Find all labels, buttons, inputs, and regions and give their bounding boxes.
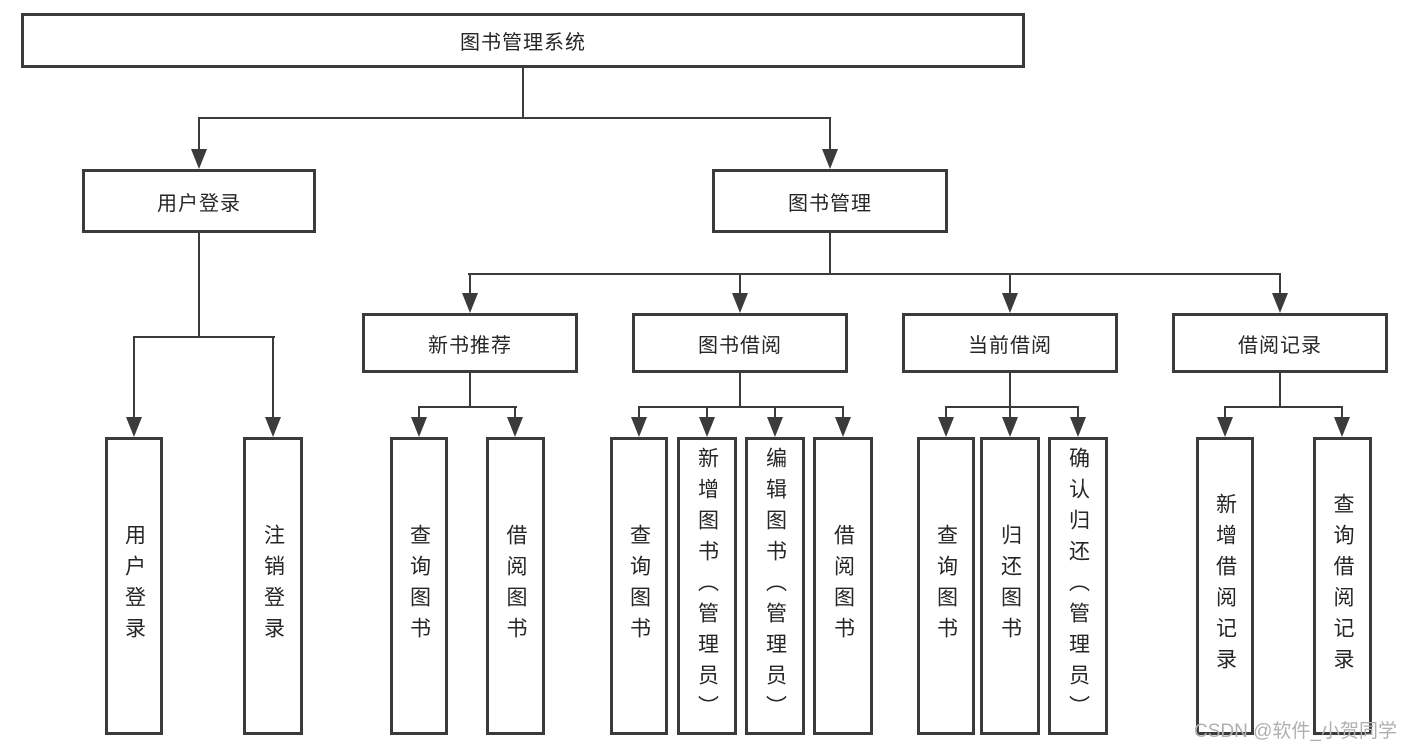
node-book-borrow-label: 图书借阅 [698,334,782,357]
connector-line [133,336,275,338]
node-borrow-records: 借阅记录 [1172,313,1388,373]
node-root-label: 图书管理系统 [460,32,586,54]
arrowhead-down-icon [1272,273,1288,313]
arrowhead-down-icon [1070,406,1086,437]
leaf-query-borrow-record-label: 查询借阅记录 [1331,493,1354,679]
node-book-mgmt-label: 图书管理 [788,192,872,215]
leaf-logout: 注销登录 [243,437,303,735]
arrowhead-down-icon [631,406,647,437]
connector-line [829,233,831,274]
connector-line [739,373,741,407]
node-root: 图书管理系统 [21,13,1025,68]
connector-line [1279,373,1281,407]
csdn-watermark: CSDN @软件_小贺同学 [1194,721,1397,742]
leaf-return-book: 归还图书 [980,437,1040,735]
node-user-login: 用户登录 [82,169,316,233]
connector-line [1009,373,1011,407]
leaf-query-books-borrow: 查询图书 [610,437,668,735]
node-current-borrow-label: 当前借阅 [968,334,1052,357]
connector-line [418,406,517,408]
leaf-query-books-newbooks: 查询图书 [390,437,448,735]
leaf-add-book-admin: 新增图书（管理员） [677,437,737,735]
arrowhead-down-icon [835,406,851,437]
arrowhead-down-icon [699,406,715,437]
connector-line [1224,406,1343,408]
leaf-query-books-newbooks-label: 查询图书 [407,524,431,648]
connector-line [468,273,1281,275]
leaf-edit-book-admin-label: 编辑图书（管理员） [763,446,787,726]
leaf-borrow-books-newbooks-label: 借阅图书 [504,524,527,648]
arrowhead-down-icon [822,117,838,169]
connector-line [945,406,1079,408]
node-user-login-label: 用户登录 [157,192,241,215]
node-borrow-records-label: 借阅记录 [1238,334,1322,357]
leaf-add-book-admin-label: 新增图书（管理员） [695,446,719,726]
leaf-edit-book-admin: 编辑图书（管理员） [745,437,805,735]
connector-line [198,117,831,119]
arrowhead-down-icon [462,273,478,313]
arrowhead-down-icon [1002,273,1018,313]
connector-line [638,406,844,408]
arrowhead-down-icon [191,117,207,169]
leaf-user-login: 用户登录 [105,437,163,735]
leaf-logout-label: 注销登录 [261,524,285,648]
connector-line [198,233,200,337]
arrowhead-down-icon [732,273,748,313]
arrowhead-down-icon [411,406,427,437]
arrowhead-down-icon [507,406,523,437]
leaf-query-books-borrow-label: 查询图书 [627,524,651,648]
node-current-borrow: 当前借阅 [902,313,1118,373]
leaf-borrow-books-borrow: 借阅图书 [813,437,873,735]
node-new-books-label: 新书推荐 [428,334,512,357]
arrowhead-down-icon [1002,406,1018,437]
arrowhead-down-icon [1217,406,1233,437]
connector-line [522,68,524,118]
leaf-confirm-return-admin-label: 确认归还（管理员） [1066,446,1090,726]
leaf-user-login-label: 用户登录 [122,524,146,648]
leaf-confirm-return-admin: 确认归还（管理员） [1048,437,1108,735]
arrowhead-down-icon [126,336,142,437]
arrowhead-down-icon [767,406,783,437]
arrowhead-down-icon [265,336,281,437]
connector-line [469,373,471,407]
leaf-borrow-books-borrow-label: 借阅图书 [831,524,855,648]
arrowhead-down-icon [938,406,954,437]
leaf-return-book-label: 归还图书 [998,524,1022,648]
leaf-query-books-current: 查询图书 [917,437,975,735]
node-book-borrow: 图书借阅 [632,313,848,373]
leaf-query-books-current-label: 查询图书 [934,524,958,648]
leaf-add-borrow-record: 新增借阅记录 [1196,437,1254,735]
node-new-books: 新书推荐 [362,313,578,373]
arrowhead-down-icon [1334,406,1350,437]
leaf-add-borrow-record-label: 新增借阅记录 [1213,493,1237,679]
node-book-mgmt: 图书管理 [712,169,948,233]
leaf-borrow-books-newbooks: 借阅图书 [486,437,545,735]
leaf-query-borrow-record: 查询借阅记录 [1313,437,1372,735]
